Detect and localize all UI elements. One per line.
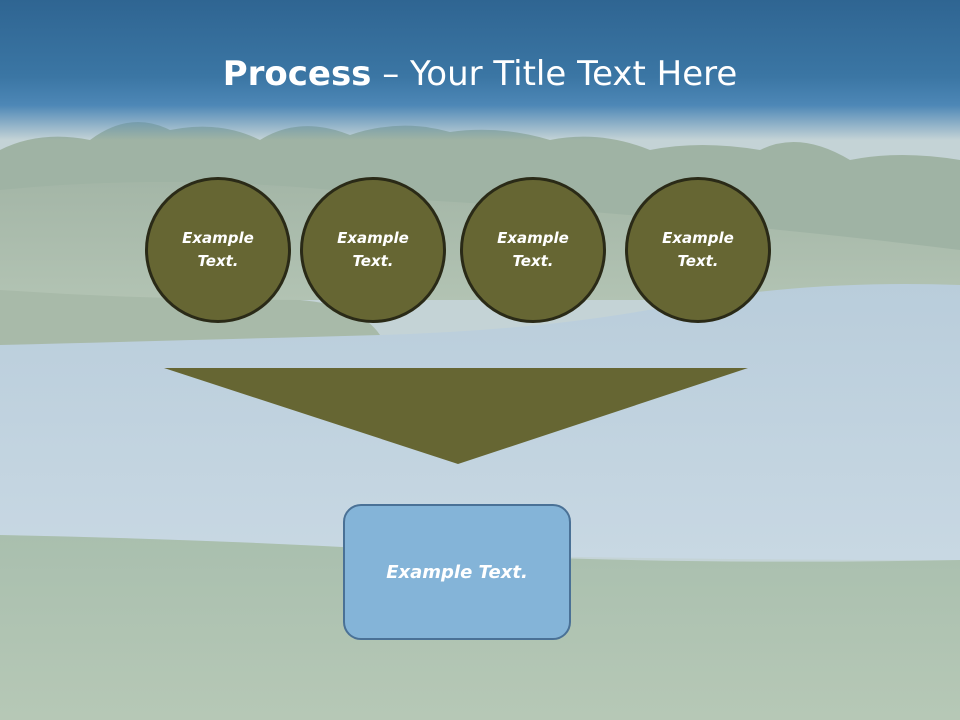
process-circle-4[interactable]: Example Text. — [625, 177, 771, 323]
process-circle-2[interactable]: Example Text. — [300, 177, 446, 323]
title-band — [0, 0, 960, 140]
process-circle-1[interactable]: Example Text. — [145, 177, 291, 323]
process-circle-3[interactable]: Example Text. — [460, 177, 606, 323]
circle-3-text: Example Text. — [497, 229, 569, 270]
title-rest: – Your Title Text Here — [371, 54, 738, 94]
slide-title: Process – Your Title Text Here — [0, 52, 960, 96]
circle-2-text: Example Text. — [337, 229, 409, 270]
funnel-arrow — [164, 368, 748, 464]
result-box-text: Example Text. — [386, 561, 528, 583]
circle-4-text: Example Text. — [662, 229, 734, 270]
circle-1-text: Example Text. — [182, 229, 254, 270]
result-box[interactable]: Example Text. — [343, 504, 571, 640]
title-bold: Process — [222, 54, 372, 94]
